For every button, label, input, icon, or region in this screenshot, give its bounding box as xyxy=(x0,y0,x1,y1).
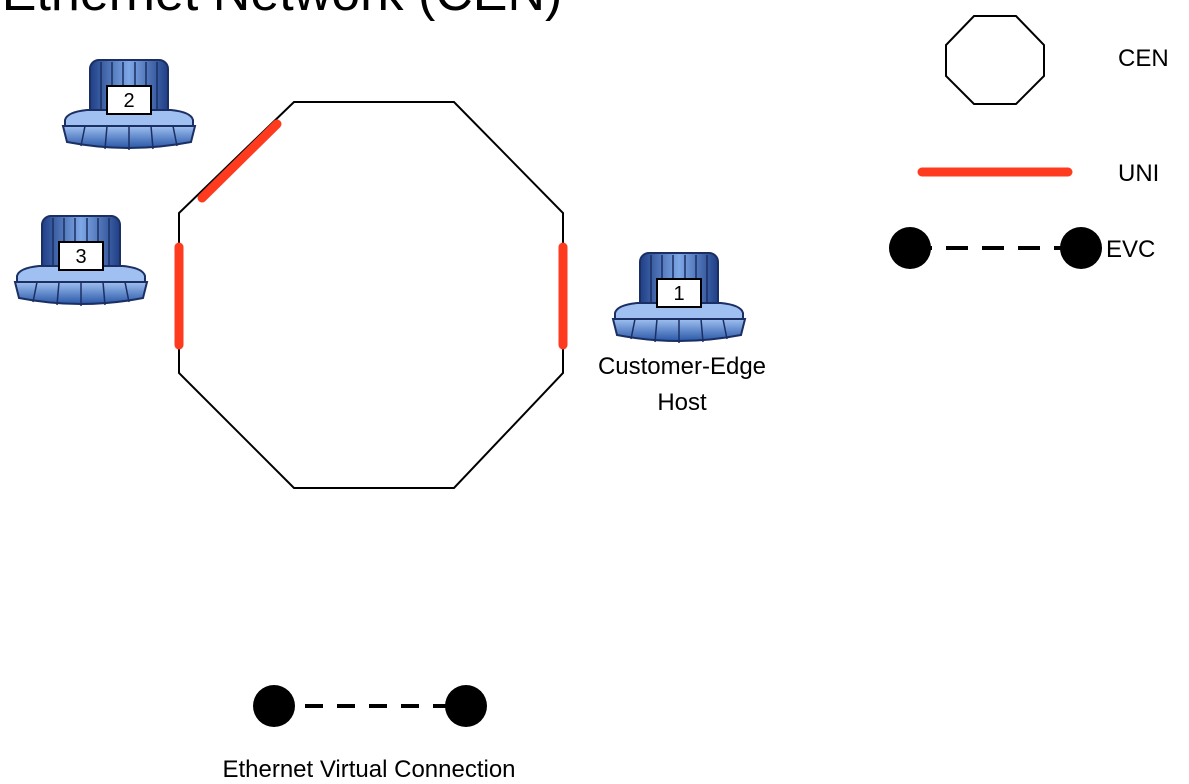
host-number: 3 xyxy=(75,246,86,268)
legend-cen-octagon-icon xyxy=(945,15,1045,105)
host-caption-line-1: Customer-Edge xyxy=(598,353,766,380)
legend-cen-label: CEN xyxy=(1118,45,1169,72)
legend-uni-label: UNI xyxy=(1118,160,1159,187)
host-caption-line-2: Host xyxy=(657,389,707,416)
customer-edge-host-icon: 3 xyxy=(14,215,148,307)
host-number: 1 xyxy=(673,283,684,305)
host-number: 2 xyxy=(123,90,134,112)
legend-evc-endpoint-icon xyxy=(1060,227,1102,269)
uni-segment-host-2 xyxy=(197,119,282,203)
evc-endpoint-dot-icon xyxy=(445,685,487,727)
legend-evc-endpoint-icon xyxy=(889,227,931,269)
diagram-title: r Ethernet Network (CEN) xyxy=(0,0,562,22)
customer-edge-host-icon: 2 xyxy=(62,59,196,151)
customer-edge-host-icon: 1 xyxy=(612,252,746,344)
legend-evc-label: EVC xyxy=(1106,236,1155,263)
evc-endpoint-dot-icon xyxy=(253,685,295,727)
evc-caption: Ethernet Virtual Connection xyxy=(222,756,515,783)
